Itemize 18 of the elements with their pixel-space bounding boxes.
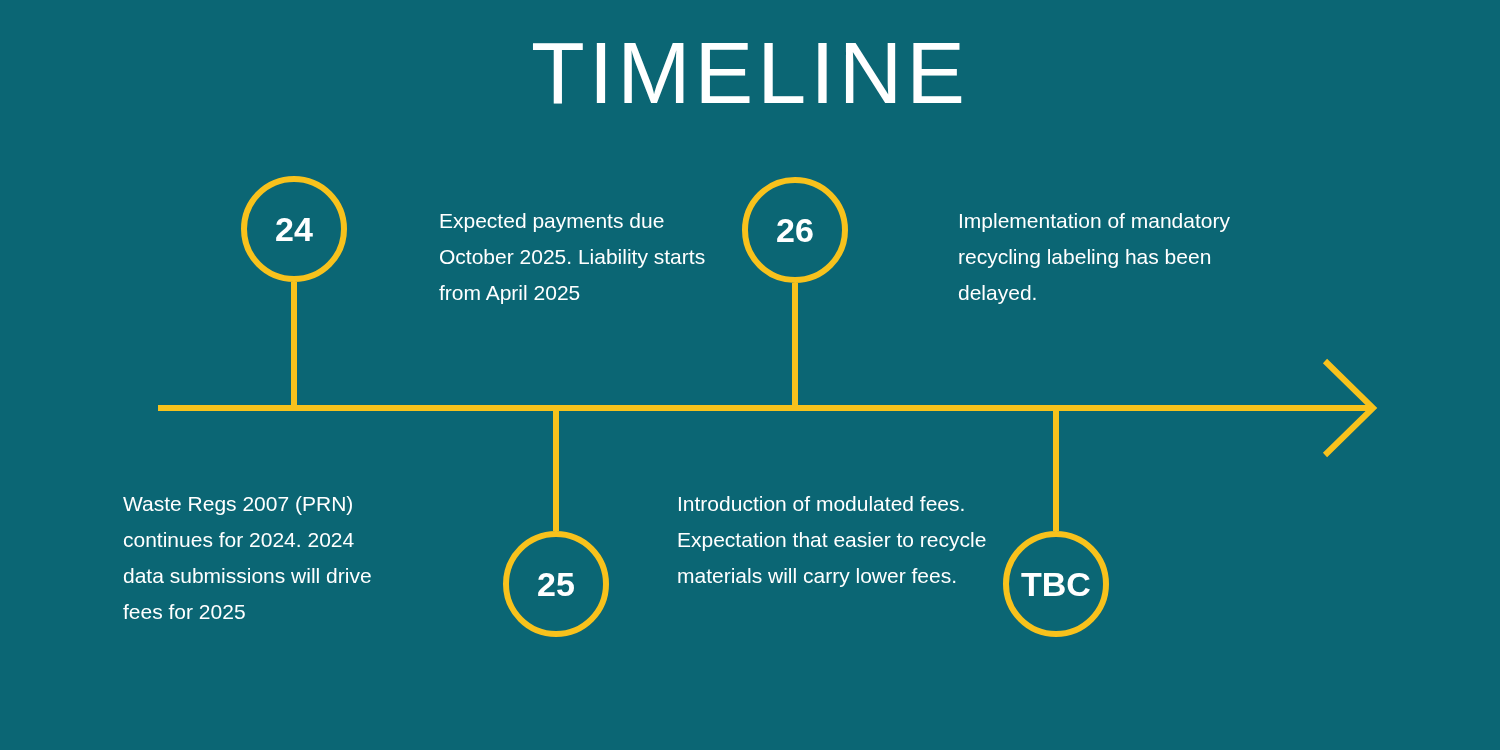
milestone-circle: [742, 177, 848, 283]
milestone-circle: [503, 531, 609, 637]
timeline-axis-arrow: [156, 358, 1378, 458]
milestone-description: Waste Regs 2007 (PRN) continues for 2024. 2024 data submissions will drive fees for 2025: [123, 491, 373, 625]
milestone-label: 24: [275, 209, 313, 249]
milestone-label: 26: [776, 210, 814, 250]
milestone-circle: [1003, 531, 1109, 637]
stem-line: [1053, 411, 1059, 531]
milestone-description: Introduction of modulated fees. Expectation that easier to recycle materials will carry lower fees.: [677, 491, 987, 589]
milestone-label: 25: [537, 564, 575, 604]
stem-line: [291, 282, 297, 405]
milestone-description: Implementation of mandatory recycling labeling has been delayed.: [958, 208, 1231, 306]
stem-line: [792, 283, 798, 405]
milestone-description: Expected payments due October 2025. Liability starts from April 2025: [439, 208, 707, 306]
stem-line: [553, 411, 559, 531]
milestone-circle: [241, 176, 347, 282]
title: TIMELINE: [530, 22, 970, 124]
milestone-label: TBC: [1021, 564, 1091, 604]
